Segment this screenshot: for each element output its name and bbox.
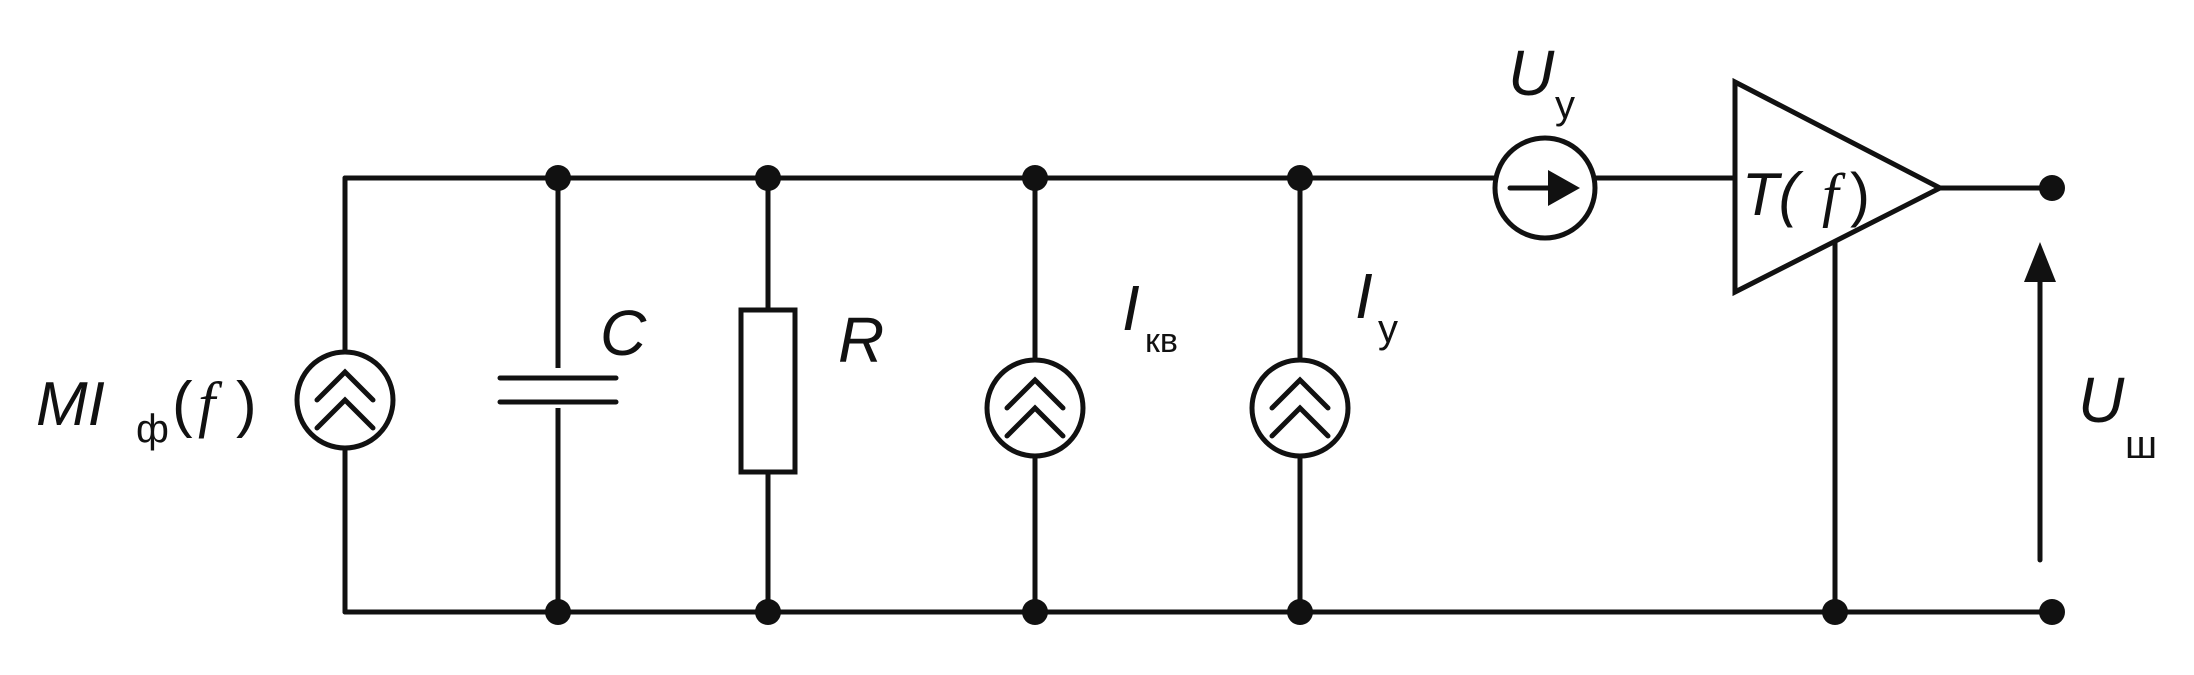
main-source-arrow-upper <box>314 368 376 403</box>
capacitor <box>497 368 619 408</box>
amp-noise-voltage-label: U <box>1508 37 1555 109</box>
amp-noise-current-subscript: у <box>1378 307 1398 351</box>
amplifier-label: T( <box>1742 161 1805 228</box>
amp-noise-source-arrow-lower <box>1269 404 1331 439</box>
junction-dot <box>545 165 571 191</box>
noise-source-arrow-lower <box>1004 404 1066 439</box>
output-voltage-arrow <box>2024 242 2056 563</box>
junction-dots <box>545 165 2065 625</box>
noise-current-subscript: кв <box>1145 322 1178 360</box>
source-label-paren-close: ) <box>236 370 257 439</box>
amplifier-label-close: ) <box>1850 161 1870 228</box>
source-label-argument: f <box>198 371 223 439</box>
source-label: MI <box>36 370 105 439</box>
resistor-label: R <box>838 304 884 376</box>
voltage-source-arrowhead <box>1548 170 1580 206</box>
junction-dot <box>1022 599 1048 625</box>
output-voltage-subscript: ш <box>2125 423 2157 467</box>
noise-current-source <box>984 357 1086 459</box>
junction-dot <box>755 165 781 191</box>
amplifier-triangle <box>1732 77 1946 297</box>
noise-current-label: I <box>1122 272 1140 344</box>
output-voltage-label: U <box>2078 364 2125 436</box>
junction-dot <box>755 599 781 625</box>
amp-noise-source-arrow-upper <box>1269 376 1331 411</box>
amp-noise-current-source <box>1249 357 1351 459</box>
output-terminal-top <box>2039 175 2065 201</box>
main-current-source <box>294 349 396 451</box>
junction-dot <box>1822 599 1848 625</box>
output-arrowhead <box>2024 242 2056 282</box>
noise-source-arrow-upper <box>1004 376 1066 411</box>
amp-noise-voltage-subscript: у <box>1555 83 1575 127</box>
junction-dot <box>1287 165 1313 191</box>
junction-dot <box>545 599 571 625</box>
main-source-arrow-lower <box>314 396 376 431</box>
junction-dot <box>1287 599 1313 625</box>
amp-noise-voltage-source <box>1492 135 1598 241</box>
junction-dot <box>1022 165 1048 191</box>
resistor <box>738 307 798 475</box>
labels: MI ф ( f ) C R I кв I у U у T( f ) U ш <box>36 37 2157 467</box>
amp-noise-current-label: I <box>1355 260 1373 332</box>
output-terminal-bottom <box>2039 599 2065 625</box>
source-label-subscript: ф <box>136 407 169 451</box>
source-label-paren-open: ( <box>172 370 193 439</box>
capacitor-label: C <box>600 297 647 369</box>
